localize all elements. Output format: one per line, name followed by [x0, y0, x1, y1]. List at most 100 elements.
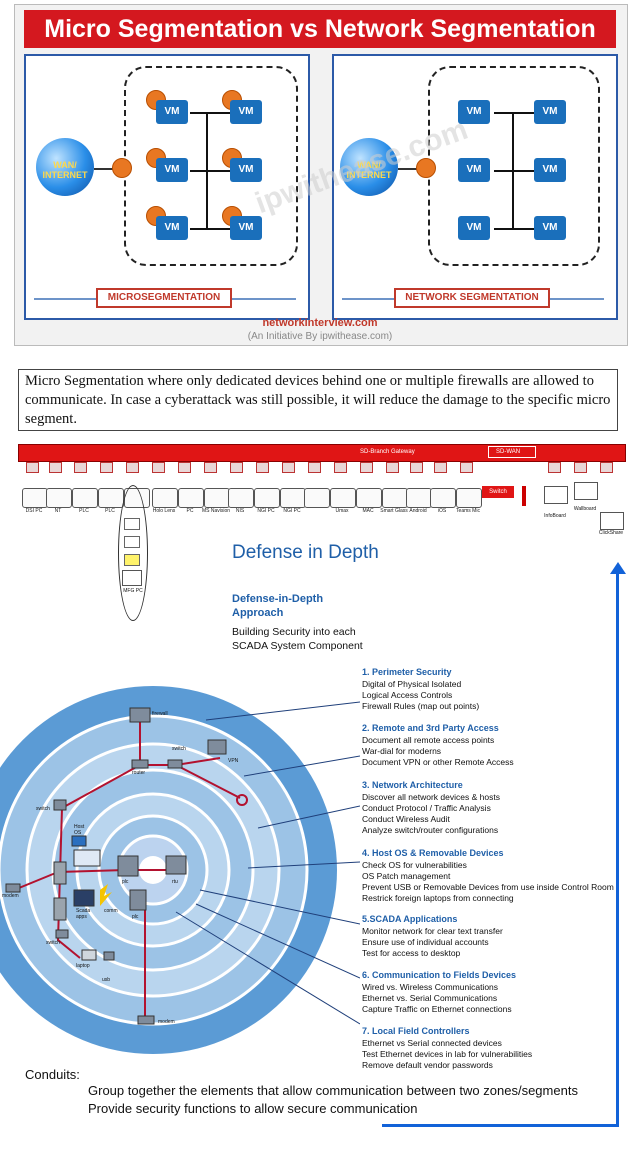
switch-box: Switch	[482, 486, 514, 498]
vm-box: VM	[156, 158, 188, 182]
label-router: router	[132, 770, 146, 776]
layer-heading: 5.SCADA Applications	[362, 914, 458, 924]
gateway-port	[100, 462, 113, 473]
plc-icon	[124, 518, 140, 530]
label-firewall: firewall	[152, 711, 168, 717]
microsegmentation-label: MICROSEGMENTATION	[96, 288, 232, 308]
device-label: Teams Mic	[456, 508, 480, 514]
return-arrow	[616, 570, 619, 1126]
device-label: NGI PC	[283, 508, 301, 514]
leader-line	[175, 911, 360, 1025]
usb-icon	[103, 951, 115, 961]
label-switch: switch	[36, 806, 50, 812]
gateway-port	[178, 462, 191, 473]
device-icon	[72, 488, 98, 508]
leader-line	[243, 755, 360, 777]
device-icon	[456, 488, 482, 508]
footer-site: networkinterview.com	[262, 317, 378, 329]
layer-item: Restrick foreign laptops from connecting	[362, 893, 514, 903]
gateway-port	[574, 462, 587, 473]
gateway-port	[308, 462, 321, 473]
arrow-head-icon	[610, 562, 626, 574]
device-label: Holo Lens	[152, 508, 176, 514]
figure-title: Micro Segmentation vs Network Segmentati…	[24, 10, 616, 48]
label-vpn: VPN	[228, 758, 239, 764]
device-icon	[98, 488, 124, 508]
vm-box: VM	[230, 216, 262, 240]
connector-line	[494, 228, 534, 230]
device-icon	[228, 488, 254, 508]
leader-line	[205, 701, 360, 721]
device-icon	[46, 488, 72, 508]
rtu-icon	[165, 855, 187, 875]
footer-attribution: (An Initiative By ipwithease.com)	[247, 331, 393, 342]
device-icon	[152, 488, 178, 508]
device-label: MAC	[362, 508, 374, 514]
gateway-port	[49, 462, 62, 473]
wireless-icon	[236, 794, 248, 806]
device-label: PLC	[79, 508, 89, 514]
server-icon	[53, 897, 67, 921]
device-icon	[254, 488, 280, 508]
leader-line	[199, 889, 360, 925]
vm-box: VM	[534, 100, 566, 124]
device-label: iOS	[437, 508, 447, 514]
layer-item: Prevent USB or Removable Devices from us…	[362, 882, 614, 892]
connector-line	[190, 170, 230, 172]
vm-box: VM	[458, 216, 490, 240]
mfg-pc-label: MFG PC	[123, 588, 143, 594]
modem-icon	[137, 1015, 155, 1025]
device-icon	[382, 488, 408, 508]
wiring	[175, 764, 241, 799]
vm-box: VM	[156, 216, 188, 240]
connector-line	[494, 170, 534, 172]
antenna-icon	[522, 486, 526, 506]
sd-branch-gateway-bar	[18, 444, 626, 462]
gateway-port	[434, 462, 447, 473]
label-plc: plc	[132, 914, 139, 920]
vpn-icon	[207, 739, 227, 755]
conduits-title: Conduits:	[25, 1067, 80, 1082]
layer-heading: 6. Communication to Fields Devices	[362, 970, 517, 980]
infoboard-icon	[544, 486, 568, 504]
modem-icon	[5, 883, 21, 893]
gateway-port	[256, 462, 269, 473]
vm-box: VM	[230, 158, 262, 182]
return-arrow	[382, 1124, 619, 1127]
label-host-os: Host OS	[74, 824, 85, 836]
device-label: PLC	[105, 508, 115, 514]
router-icon	[131, 759, 149, 769]
label-laptop: laptop	[76, 963, 90, 969]
leader-line	[257, 805, 360, 829]
device-label: NT	[54, 508, 62, 514]
internet-link	[398, 168, 418, 170]
device-label: Umax	[335, 508, 349, 514]
gateway-port	[600, 462, 613, 473]
defense-subtitle: Defense-in-Depth Approach	[232, 593, 324, 619]
connector-line	[494, 112, 534, 114]
vm-box: VM	[534, 158, 566, 182]
internet-globe-icon: WAN/ INTERNET	[36, 138, 94, 196]
label-switch: switch	[172, 746, 186, 752]
mfg-group	[118, 485, 148, 621]
firewall-icon	[112, 158, 132, 178]
gateway-port	[26, 462, 39, 473]
server-icon	[53, 861, 67, 885]
label-comm: comm	[104, 908, 118, 914]
laptop-icon	[81, 949, 97, 961]
device-icon	[204, 488, 230, 508]
defense-title: Defense in Depth	[232, 542, 379, 563]
layer-item: Ethernet vs Serial connected devices	[362, 1038, 502, 1048]
vm-box: VM	[458, 158, 490, 182]
layer-item: Conduct Protocol / Traffic Analysis	[362, 803, 491, 813]
plc-icon	[124, 554, 140, 566]
mfg-pc-icon	[122, 570, 142, 586]
gateway-label: SD-Branch Gateway	[360, 449, 415, 455]
device-icon	[406, 488, 432, 508]
layer-item: Digital of Physical Isolated	[362, 679, 462, 689]
wiring	[13, 871, 59, 891]
sdwan-box	[488, 446, 536, 458]
layer-item: Test Ethernet devices in lab for vulnera…	[362, 1049, 533, 1059]
layer-item: Logical Access Controls	[362, 690, 453, 700]
label-scada-apps: Scada apps	[76, 908, 91, 920]
